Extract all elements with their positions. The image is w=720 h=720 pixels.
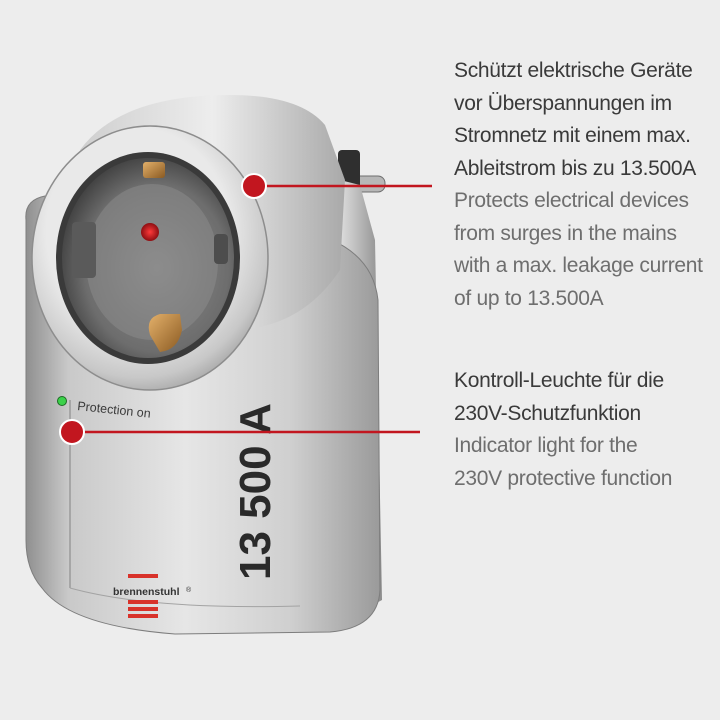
rating-label: 13 500 A [231,403,280,580]
brand-mark: ® [186,586,192,594]
callout-surge-protection: Schützt elektrische Geräte vor Überspann… [454,55,716,315]
callout-2-de-line: 230V-Schutzfunktion [454,401,641,425]
callout-1-en-line: from surges in the mains [454,221,677,245]
callout-1-de-line: Schützt elektrische Geräte [454,59,693,82]
callout-indicator-light: Kontroll-Leuchte für die 230V-Schutzfunk… [454,365,716,495]
protection-led [57,396,67,406]
callout-leader-2 [59,419,420,445]
callout-2-en-line: 230V protective function [454,466,673,490]
callout-1-en-line: with a max. leakage current [454,254,703,277]
callout-2-en-line: Indicator light for the [454,434,638,457]
callout-1-de-line: vor Überspannungen im [454,91,672,115]
callout-2-de-line: Kontroll-Leuchte für die [454,369,664,392]
brennenstuhl-logo: brennenstuhl ® [113,574,192,618]
callout-leader-1 [241,173,432,199]
callout-1-de-line: Stromnetz mit einem max. [454,124,691,147]
red-shutter-indicator [141,223,159,241]
brand-name: brennenstuhl [113,586,180,598]
callout-1-en-line: of up to 13.500A [454,286,604,310]
callout-1-en-line: Protects electrical devices [454,189,689,212]
callout-1-de-line: Ableitstrom bis zu 13.500A [454,156,696,180]
